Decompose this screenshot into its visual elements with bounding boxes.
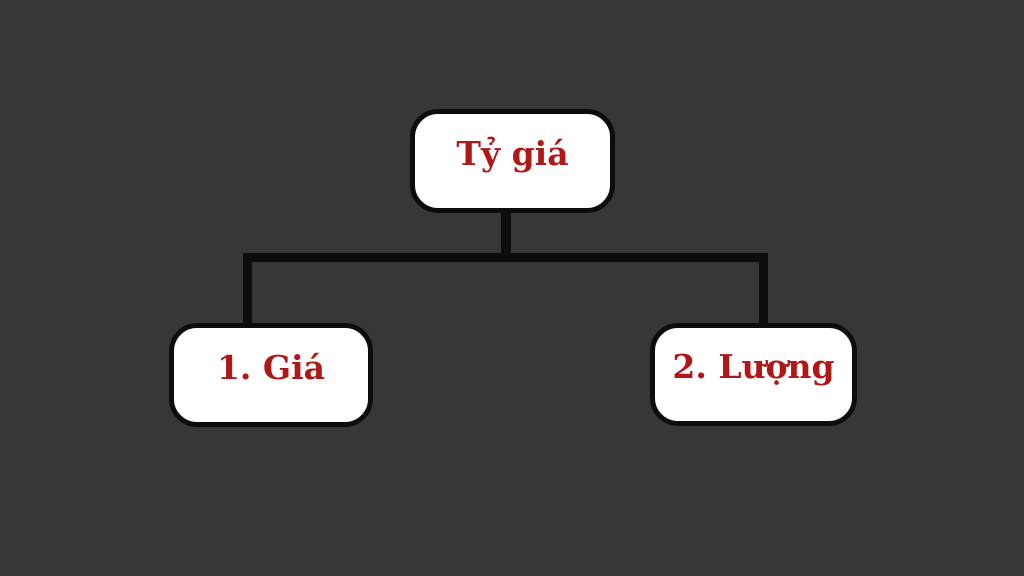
child-node-gia: 1. Giá <box>169 323 373 427</box>
connector-right-drop-line <box>759 253 768 328</box>
connector-left-drop-line <box>243 253 252 328</box>
root-node-label: Tỷ giá <box>456 133 569 173</box>
root-node-ty-gia: Tỷ giá <box>410 109 615 213</box>
connector-horizontal-line <box>243 253 768 262</box>
child-node-luong-label: 2. Lượng <box>672 347 835 386</box>
child-node-gia-label: 1. Giá <box>216 347 326 387</box>
child-node-luong: 2. Lượng <box>650 323 857 426</box>
connector-root-drop-line <box>501 210 511 258</box>
